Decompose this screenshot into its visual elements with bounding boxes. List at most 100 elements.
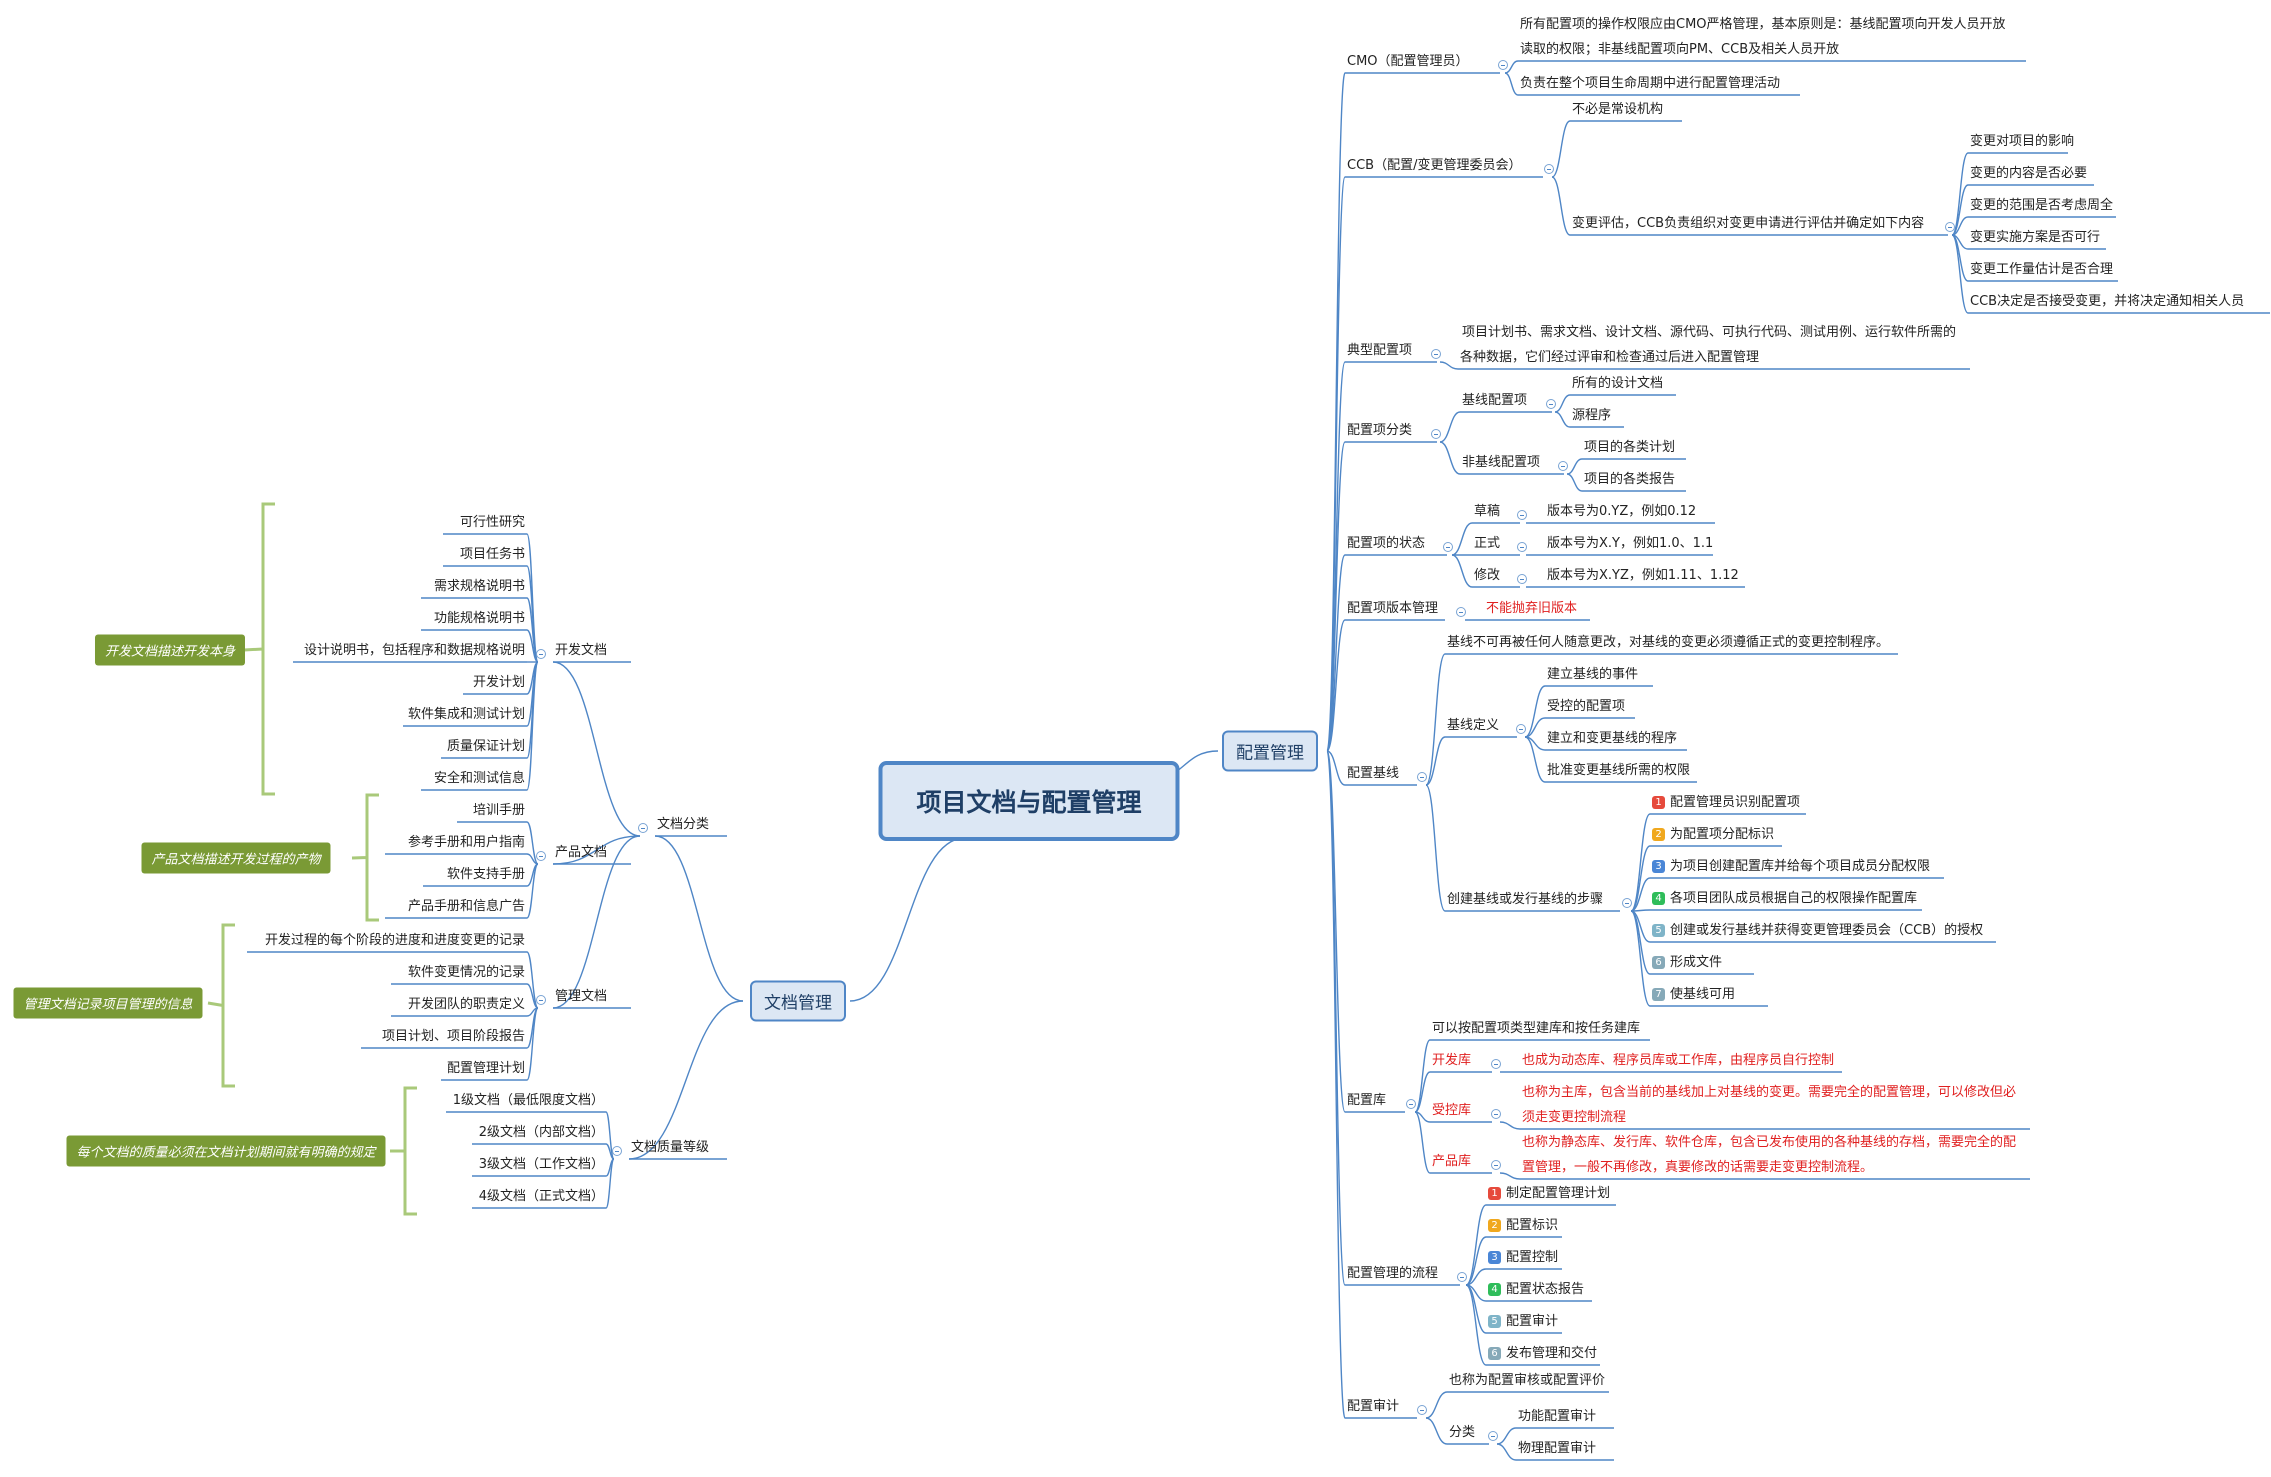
ccb-evaluation[interactable]: 变更评估，CCB负责组织对变更申请进行评估并确定如下内容 bbox=[1572, 216, 1924, 232]
class-baseline[interactable]: 基线配置项 bbox=[1462, 393, 1527, 409]
quality-level-3[interactable]: 3级文档（工作文档） bbox=[479, 1157, 604, 1173]
dev-doc-5[interactable]: 开发计划 bbox=[473, 675, 525, 691]
collapse-toggle-icon[interactable] bbox=[1516, 724, 1526, 734]
collapse-toggle-icon[interactable] bbox=[1457, 1272, 1467, 1282]
collapse-toggle-icon[interactable] bbox=[1456, 607, 1466, 617]
ccb-not-permanent[interactable]: 不必是常设机构 bbox=[1572, 102, 1663, 118]
baseline-def-2[interactable]: 建立和变更基线的程序 bbox=[1547, 731, 1677, 747]
management-doc-4[interactable]: 配置管理计划 bbox=[447, 1061, 525, 1077]
topic-config-management[interactable]: 配置管理 bbox=[1222, 730, 1318, 772]
collapse-toggle-icon[interactable] bbox=[1431, 429, 1441, 439]
doc-dev[interactable]: 开发文档 bbox=[555, 643, 607, 659]
dev-doc-2[interactable]: 需求规格说明书 bbox=[434, 579, 525, 595]
cmo-rule-line1[interactable]: 所有配置项的操作权限应由CMO严格管理，基本原则是：基线配置项向开发人员开放 bbox=[1520, 17, 2006, 33]
baseline-def-3[interactable]: 批准变更基线所需的权限 bbox=[1547, 763, 1690, 779]
baseline-design-docs[interactable]: 所有的设计文档 bbox=[1572, 376, 1663, 392]
collapse-toggle-icon[interactable] bbox=[1558, 461, 1568, 471]
state-version-0[interactable]: 版本号为0.YZ，例如0.12 bbox=[1547, 504, 1696, 520]
library-controlled-desc[interactable]: 须走变更控制流程 bbox=[1522, 1110, 1626, 1126]
ccb-item-1[interactable]: 变更的内容是否必要 bbox=[1970, 166, 2087, 182]
class-non-baseline[interactable]: 非基线配置项 bbox=[1462, 455, 1540, 471]
branch-versioning[interactable]: 配置项版本管理 bbox=[1347, 601, 1438, 617]
branch-doc-classification[interactable]: 文档分类 bbox=[657, 817, 709, 833]
library-dev-desc[interactable]: 也成为动态库、程序员库或工作库，由程序员自行控制 bbox=[1522, 1053, 1834, 1069]
dev-doc-3[interactable]: 功能规格说明书 bbox=[434, 611, 525, 627]
baseline-rule[interactable]: 基线不可再被任何人随意更改，对基线的变更必须遵循正式的变更控制程序。 bbox=[1447, 635, 1889, 651]
library-product-line1[interactable]: 也称为静态库、发行库、软件仓库，包含已发布使用的各种基线的存档，需要完全的配 bbox=[1522, 1135, 2016, 1151]
branch-baseline[interactable]: 配置基线 bbox=[1347, 766, 1399, 782]
doc-management[interactable]: 管理文档 bbox=[555, 989, 607, 1005]
library-controlled[interactable]: 受控库 bbox=[1432, 1103, 1471, 1119]
collapse-toggle-icon[interactable] bbox=[1491, 1160, 1501, 1170]
library-product[interactable]: 产品库 bbox=[1432, 1154, 1471, 1170]
collapse-toggle-icon[interactable] bbox=[1406, 1099, 1416, 1109]
management-doc-2[interactable]: 开发团队的职责定义 bbox=[408, 997, 525, 1013]
baseline-steps[interactable]: 创建基线或发行基线的步骤 bbox=[1447, 892, 1603, 908]
cmo-duty[interactable]: 负责在整个项目生命周期中进行配置管理活动 bbox=[1520, 76, 1780, 92]
ccb-item-5[interactable]: CCB决定是否接受变更，并将决定通知相关人员 bbox=[1970, 294, 2244, 310]
note-product-docs[interactable]: 产品文档描述开发过程的产物 bbox=[141, 842, 331, 874]
collapse-toggle-icon[interactable] bbox=[1488, 1431, 1498, 1441]
ccb-item-0[interactable]: 变更对项目的影响 bbox=[1970, 134, 2074, 150]
management-doc-3[interactable]: 项目计划、项目阶段报告 bbox=[382, 1029, 525, 1045]
quality-level-1[interactable]: 1级文档（最低限度文档） bbox=[453, 1093, 604, 1109]
collapse-toggle-icon[interactable] bbox=[536, 851, 546, 861]
collapse-toggle-icon[interactable] bbox=[638, 823, 648, 833]
baseline-def-1[interactable]: 受控的配置项 bbox=[1547, 699, 1625, 715]
collapse-toggle-icon[interactable] bbox=[1945, 222, 1955, 232]
baseline-definition[interactable]: 基线定义 bbox=[1447, 718, 1499, 734]
collapse-toggle-icon[interactable] bbox=[1498, 60, 1508, 70]
note-quality[interactable]: 每个文档的质量必须在文档计划期间就有明确的规定 bbox=[66, 1135, 386, 1167]
product-doc-1[interactable]: 参考手册和用户指南 bbox=[408, 835, 525, 851]
dev-doc-1[interactable]: 项目任务书 bbox=[460, 547, 525, 563]
collapse-toggle-icon[interactable] bbox=[612, 1146, 622, 1156]
collapse-toggle-icon[interactable] bbox=[536, 649, 546, 659]
collapse-toggle-icon[interactable] bbox=[1517, 574, 1527, 584]
audit-functional[interactable]: 功能配置审计 bbox=[1518, 1409, 1596, 1425]
branch-typical-items[interactable]: 典型配置项 bbox=[1347, 343, 1412, 359]
quality-level-4[interactable]: 4级文档（正式文档） bbox=[479, 1189, 604, 1205]
collapse-toggle-icon[interactable] bbox=[1491, 1109, 1501, 1119]
dev-doc-6[interactable]: 软件集成和测试计划 bbox=[408, 707, 525, 723]
product-doc-2[interactable]: 软件支持手册 bbox=[447, 867, 525, 883]
audit-aka[interactable]: 也称为配置审核或配置评价 bbox=[1449, 1373, 1605, 1389]
dev-doc-4[interactable]: 设计说明书，包括程序和数据规格说明 bbox=[304, 643, 525, 659]
collapse-toggle-icon[interactable] bbox=[1431, 349, 1441, 359]
cmo-rule[interactable]: 读取的权限；非基线配置项向PM、CCB及相关人员开放 bbox=[1520, 42, 1839, 58]
library-controlled-line1[interactable]: 也称为主库，包含当前的基线加上对基线的变更。需要完全的配置管理，可以修改但必 bbox=[1522, 1085, 2016, 1101]
typical-items-line1[interactable]: 项目计划书、需求文档、设计文档、源代码、可执行代码、测试用例、运行软件所需的 bbox=[1462, 325, 1956, 341]
ccb-item-2[interactable]: 变更的范围是否考虑周全 bbox=[1970, 198, 2113, 214]
collapse-toggle-icon[interactable] bbox=[1417, 772, 1427, 782]
dev-doc-0[interactable]: 可行性研究 bbox=[460, 515, 525, 531]
management-doc-0[interactable]: 开发过程的每个阶段的进度和进度变更的记录 bbox=[265, 933, 525, 949]
collapse-toggle-icon[interactable] bbox=[1443, 542, 1453, 552]
baseline-def-0[interactable]: 建立基线的事件 bbox=[1547, 667, 1638, 683]
root-topic[interactable]: 项目文档与配置管理 bbox=[878, 761, 1180, 841]
note-dev-docs[interactable]: 开发文档描述开发本身 bbox=[94, 634, 246, 666]
library-product-desc[interactable]: 置管理，一般不再修改，真要修改的话需要走变更控制流程。 bbox=[1522, 1160, 1873, 1176]
collapse-toggle-icon[interactable] bbox=[1491, 1059, 1501, 1069]
audit-classification[interactable]: 分类 bbox=[1449, 1425, 1475, 1441]
collapse-toggle-icon[interactable] bbox=[1544, 164, 1554, 174]
branch-classification[interactable]: 配置项分类 bbox=[1347, 423, 1412, 439]
branch-doc-quality[interactable]: 文档质量等级 bbox=[631, 1140, 709, 1156]
ccb-item-3[interactable]: 变更实施方案是否可行 bbox=[1970, 230, 2100, 246]
baseline-source[interactable]: 源程序 bbox=[1572, 408, 1611, 424]
library-dev[interactable]: 开发库 bbox=[1432, 1053, 1471, 1069]
collapse-toggle-icon[interactable] bbox=[1546, 399, 1556, 409]
non-baseline-reports[interactable]: 项目的各类报告 bbox=[1584, 472, 1675, 488]
non-baseline-plans[interactable]: 项目的各类计划 bbox=[1584, 440, 1675, 456]
doc-product[interactable]: 产品文档 bbox=[555, 845, 607, 861]
dev-doc-7[interactable]: 质量保证计划 bbox=[447, 739, 525, 755]
collapse-toggle-icon[interactable] bbox=[1622, 898, 1632, 908]
branch-process[interactable]: 配置管理的流程 bbox=[1347, 1266, 1438, 1282]
